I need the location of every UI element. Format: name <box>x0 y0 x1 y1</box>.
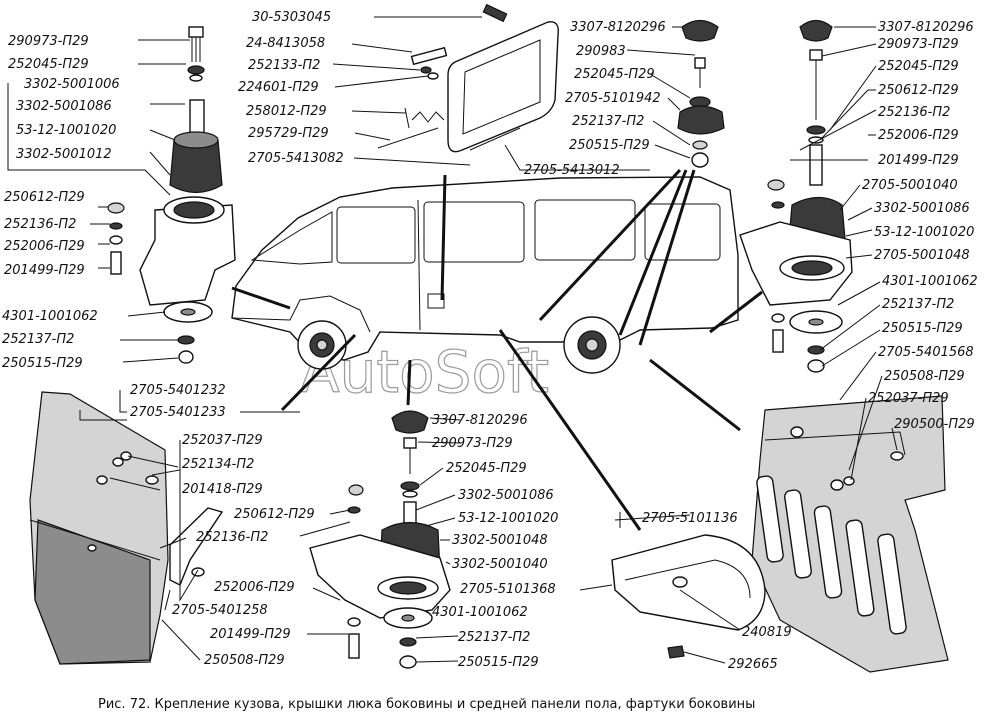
callout-label: 3302-5001006 <box>24 77 120 92</box>
callout-label: 224601-П29 <box>238 80 319 95</box>
callout-label: 292665 <box>728 657 778 672</box>
callout-label: 2705-5401258 <box>172 603 268 618</box>
callout-label: 2705-5401232 <box>130 383 226 398</box>
callout-label: 252037-П29 <box>868 391 949 406</box>
label-group-bottom-mount: 3307-8120296 290973-П29 252045-П29 3302-… <box>432 413 558 670</box>
label-group-floor-panel: 2705-5101136 2705-5101368 240819 292665 <box>460 511 792 672</box>
callout-label: 2705-5401233 <box>130 405 226 420</box>
label-group-right-apron: 2705-5401568 250508-П29 252037-П29 29050… <box>868 345 975 432</box>
callout-label: 290973-П29 <box>8 34 89 49</box>
floor-panel-cover <box>611 534 766 659</box>
callout-label: 2705-5101942 <box>565 91 661 106</box>
callout-label: 2705-5101136 <box>642 511 738 526</box>
callout-label: 53-12-1001020 <box>16 123 116 138</box>
callout-label: 252136-П2 <box>4 217 76 232</box>
callout-label: 3302-5001048 <box>452 533 548 548</box>
callout-label: 250515-П29 <box>458 655 539 670</box>
right-mount-leaders <box>790 26 881 367</box>
callout-label: 4301-1001062 <box>882 274 978 289</box>
label-group-left-mount: 290973-П29 252045-П29 3302-5001006 3302-… <box>2 34 120 371</box>
left-mount-leaders <box>7 39 190 363</box>
callout-label: 252137-П2 <box>572 114 644 129</box>
callout-label: 252045-П29 <box>446 461 527 476</box>
callout-label: 3302-5001040 <box>452 557 548 572</box>
callout-label: 201418-П29 <box>182 482 263 497</box>
pointer-lines <box>231 168 763 531</box>
callout-label: 24-8413058 <box>246 36 325 51</box>
callout-label: 2705-5001040 <box>862 178 958 193</box>
callout-label: 2705-5413082 <box>248 151 344 166</box>
callout-label: 4301-1001062 <box>2 309 98 324</box>
callout-label: 201499-П29 <box>878 153 959 168</box>
label-group-right-mount: 3307-8120296 290973-П29 252045-П29 25061… <box>862 20 978 336</box>
hatch-leaders <box>332 16 650 171</box>
callout-label: 3307-8120296 <box>570 20 666 35</box>
callout-label: 295729-П29 <box>248 126 329 141</box>
callout-label: 4301-1001062 <box>432 605 528 620</box>
hatch-cover <box>377 3 559 153</box>
van-body <box>231 176 739 374</box>
callout-label: 252134-П2 <box>182 457 254 472</box>
callout-label: 53-12-1001020 <box>874 225 974 240</box>
callout-label: 252137-П2 <box>458 630 530 645</box>
callout-label: 252006-П29 <box>4 239 85 254</box>
callout-label: 250515-П29 <box>882 321 963 336</box>
callout-label: 250515-П29 <box>2 356 83 371</box>
callout-label: 3302-5001086 <box>458 488 554 503</box>
callout-label: 252136-П2 <box>196 530 268 545</box>
callout-label: 250612-П29 <box>4 190 85 205</box>
callout-label: 252006-П29 <box>214 580 295 595</box>
center-top-leaders <box>626 26 696 159</box>
callout-label: 258012-П29 <box>246 104 327 119</box>
callout-label: 2705-5413012 <box>524 163 620 178</box>
right-body-mount <box>739 19 853 373</box>
floor-panel-leaders <box>579 512 741 664</box>
callout-label: 30-5303045 <box>252 10 331 25</box>
callout-label: 290973-П29 <box>878 37 959 52</box>
callout-label: 250515-П29 <box>569 138 650 153</box>
figure-caption: Рис. 72. Крепление кузова, крышки люка б… <box>98 697 755 712</box>
left-apron-leaders <box>79 390 300 661</box>
label-group-left-apron: 2705-5401232 2705-5401233 252037-П29 252… <box>130 383 315 668</box>
callout-label: 2705-5001048 <box>874 248 970 263</box>
callout-label: 252137-П2 <box>2 332 74 347</box>
callout-label: 252037-П29 <box>182 433 263 448</box>
right-apron-leaders <box>839 351 898 481</box>
left-body-mount <box>107 26 236 364</box>
callout-label: 250508-П29 <box>884 369 965 384</box>
center-top-parts <box>677 19 725 168</box>
callout-label: 250508-П29 <box>204 653 285 668</box>
callout-label: 252133-П2 <box>248 58 320 73</box>
callout-label: 252137-П2 <box>882 297 954 312</box>
callout-label: 3302-5001086 <box>874 201 970 216</box>
bottom-mount-leaders <box>299 417 461 663</box>
left-mud-apron <box>29 391 224 665</box>
right-mud-apron <box>751 395 949 673</box>
callout-label: 2705-5101368 <box>460 582 556 597</box>
callout-label: 3307-8120296 <box>432 413 528 428</box>
callout-label: 252045-П29 <box>878 59 959 74</box>
callout-label: 252006-П29 <box>878 128 959 143</box>
callout-label: 290500-П29 <box>894 417 975 432</box>
callout-label: 201499-П29 <box>4 263 85 278</box>
callout-label: 201499-П29 <box>210 627 291 642</box>
callout-label: 240819 <box>742 625 792 640</box>
callout-label: 250612-П29 <box>234 507 315 522</box>
callout-label: 2705-5401568 <box>878 345 974 360</box>
callout-label: 3302-5001012 <box>16 147 112 162</box>
label-group-center-top: 3307-8120296 290983 252045-П29 2705-5101… <box>565 20 666 153</box>
callout-label: 3307-8120296 <box>878 20 974 35</box>
callout-label: 290973-П29 <box>432 436 513 451</box>
callout-label: 252136-П2 <box>878 105 950 120</box>
callout-label: 250612-П29 <box>878 83 959 98</box>
callout-label: 290983 <box>576 44 626 59</box>
callout-label: 53-12-1001020 <box>458 511 558 526</box>
bottom-body-mount <box>309 410 451 669</box>
callout-label: 252045-П29 <box>574 67 655 82</box>
callout-label: 3302-5001086 <box>16 99 112 114</box>
callout-label: 252045-П29 <box>8 57 89 72</box>
label-group-hatch: 30-5303045 24-8413058 252133-П2 224601-П… <box>238 10 620 178</box>
